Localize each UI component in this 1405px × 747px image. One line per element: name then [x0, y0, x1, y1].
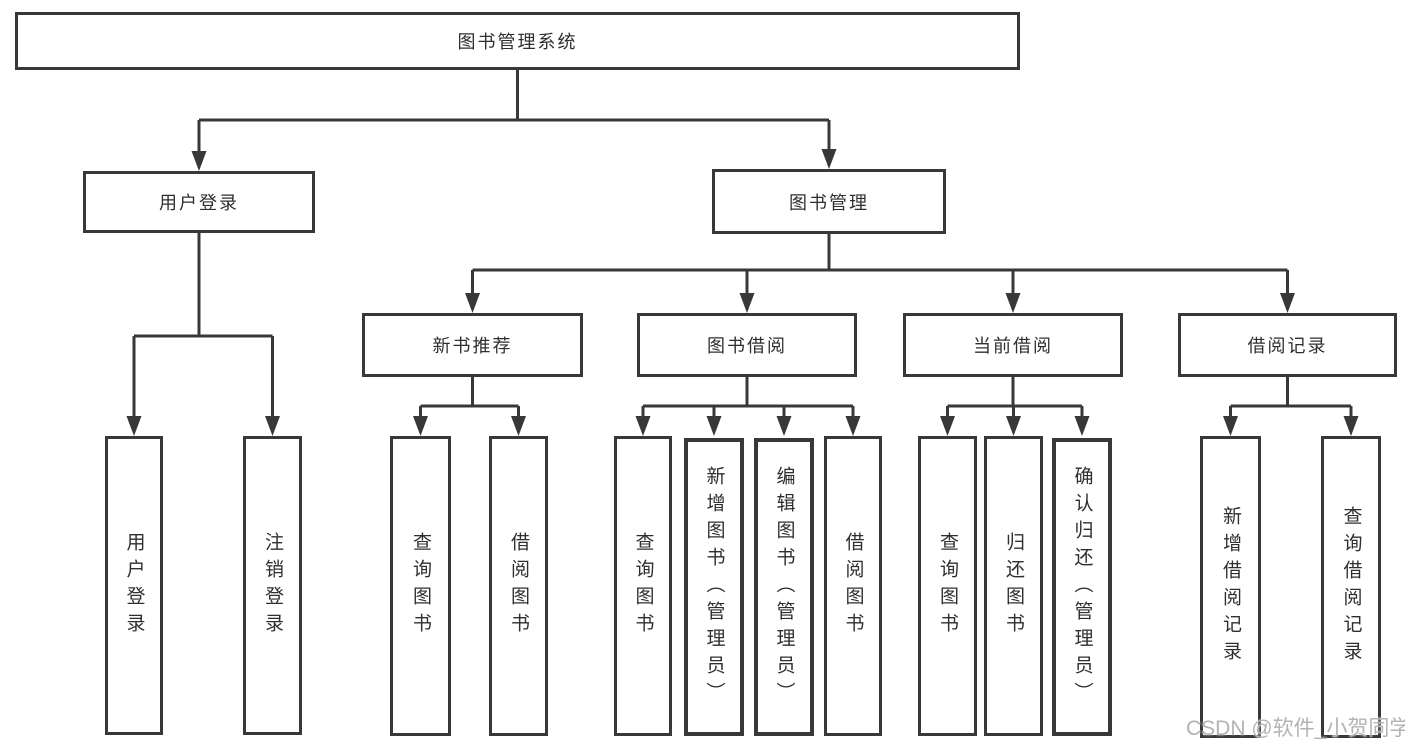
- node-user-login: 用户登录: [83, 171, 315, 233]
- node-query-borrow-record: 查询借阅记录: [1321, 436, 1381, 738]
- watermark: CSDN @软件_小贺同学: [1186, 717, 1405, 740]
- node-book-management: 图书管理: [712, 169, 946, 234]
- node-new-book-recommend: 新书推荐: [362, 313, 583, 377]
- node-edit-books-admin: 编辑图书（管理员）: [754, 438, 814, 736]
- node-borrow-books-leaf: 借阅图书: [824, 436, 882, 736]
- node-current-borrowing: 当前借阅: [903, 313, 1123, 377]
- node-book-borrowing: 图书借阅: [637, 313, 857, 377]
- node-borrowing-records: 借阅记录: [1178, 313, 1397, 377]
- node-confirm-return-admin: 确认归还（管理员）: [1052, 438, 1112, 736]
- node-query-books-recommend: 查询图书: [390, 436, 451, 736]
- node-user-login-leaf: 用户登录: [105, 436, 163, 735]
- node-add-borrow-record: 新增借阅记录: [1200, 436, 1261, 738]
- node-add-books-admin: 新增图书（管理员）: [684, 438, 744, 736]
- node-return-books: 归还图书: [984, 436, 1043, 736]
- node-query-books-borrowing: 查询图书: [614, 436, 672, 736]
- node-library-management-system: 图书管理系统: [15, 12, 1020, 70]
- node-query-books-current: 查询图书: [918, 436, 977, 736]
- node-borrow-books-recommend: 借阅图书: [489, 436, 548, 736]
- node-logout-leaf: 注销登录: [243, 436, 302, 735]
